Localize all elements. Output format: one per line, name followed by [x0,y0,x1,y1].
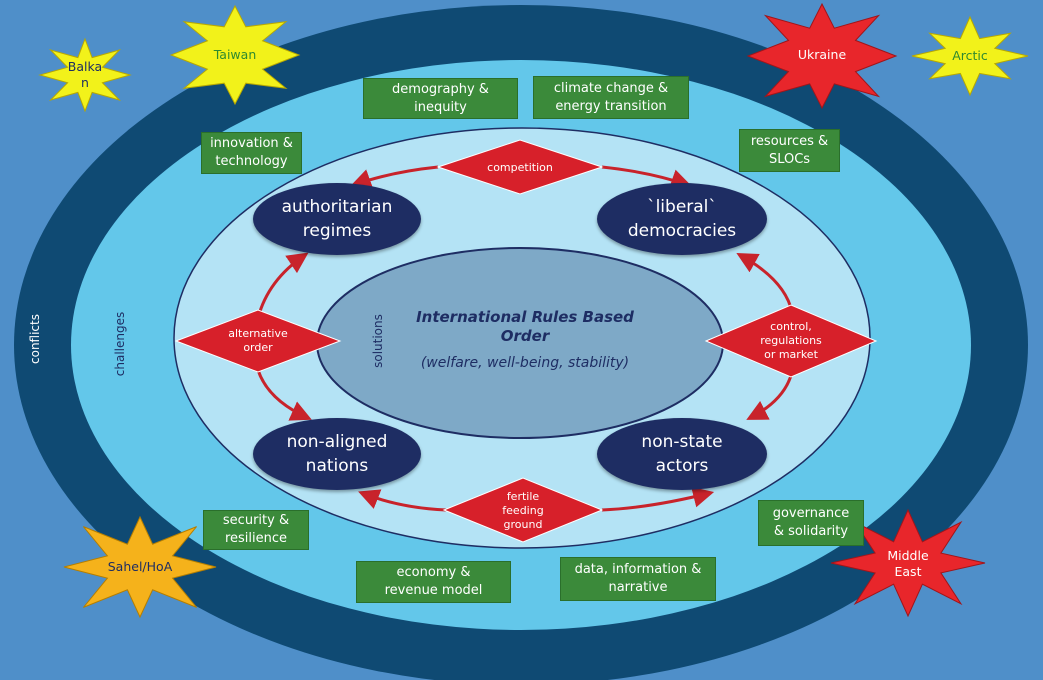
middle-east-star [830,508,986,618]
challenge-demography: demography & inequity [363,78,518,119]
challenge-climate: climate change & energy transition [533,76,689,119]
challenge-security: security & resilience [203,510,309,550]
arctic-star [911,15,1029,97]
actor-non-state-actors: non-state actors [597,418,767,490]
conflict-ukraine-label: Ukraine [797,47,847,62]
fertile-diamond [442,477,604,543]
arrow-competition-left [350,165,439,190]
control-diamond [704,304,878,378]
arrow-fertile-left [358,489,447,512]
conflict-sahel-label: Sahel/HoA [107,559,173,574]
conflict-middle-east-label: Middle East [887,548,929,579]
conflict-taiwan-label: Taiwan [213,47,257,62]
challenge-resources: resources & SLOCs [739,129,840,172]
alternative-order-diamond [174,309,342,373]
fertile-label: fertile feeding ground [502,490,544,531]
conflicts-label: conflicts [28,314,42,364]
challenge-governance: governance & solidarity [758,500,864,546]
actor-authoritarian-regimes: authoritarian regimes [253,183,421,255]
center-subtitle: (welfare, well-being, stability) [420,355,630,371]
center-title: International Rules Based Order [416,308,634,345]
challenge-economy: economy & revenue model [356,561,511,603]
alternative-order-label: alternative order [228,327,288,354]
conflict-balkan-label: Balka n [67,59,103,90]
sahel-star [63,515,217,619]
competition-label: competition [487,161,553,174]
challenges-label: challenges [113,311,127,377]
competition-diamond [436,139,604,195]
control-label: control, regulations or market [760,320,822,361]
taiwan-star [169,4,301,106]
ukraine-star [746,2,898,110]
actor-liberal-democracies: `liberal` democracies [597,183,767,255]
arrow-fertile-right [601,486,715,512]
challenge-innovation: innovation & technology [201,132,302,174]
challenge-data: data, information & narrative [560,557,716,601]
arrow-competition-right [601,165,692,190]
balkan-star [38,37,132,113]
actor-non-aligned-nations: non-aligned nations [253,418,421,490]
arrow-alternative-down [256,369,312,421]
conflict-arctic-label: Arctic [952,48,988,63]
